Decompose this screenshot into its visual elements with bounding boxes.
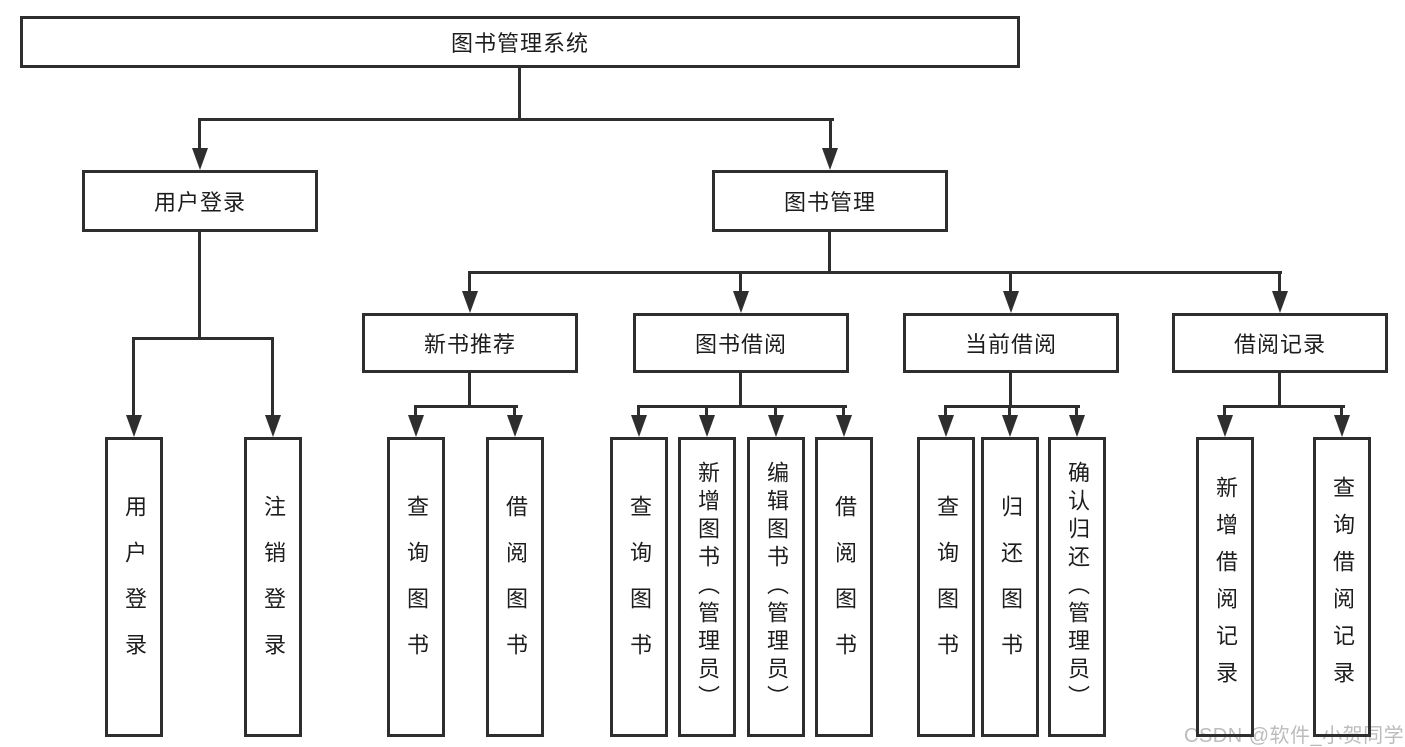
node-leaf-borrow-book: 借阅图书 [815, 437, 873, 737]
node-leaf-new-borrow-book: 借阅图书 [486, 437, 544, 737]
connector-line [198, 118, 834, 121]
node-leaf-add-book-admin-label: 新增图书（管理员） [695, 461, 720, 713]
node-leaf-borrow-query-book: 查询图书 [610, 437, 668, 737]
node-borrow-record: 借阅记录 [1172, 313, 1388, 373]
connector-line [705, 405, 708, 417]
node-leaf-borrow-query-book-label: 查询图书 [627, 495, 652, 679]
arrowhead-down-icon [938, 415, 954, 437]
node-root: 图书管理系统 [20, 16, 1020, 68]
node-leaf-confirm-return-admin-label: 确认归还（管理员） [1065, 461, 1090, 713]
node-book-management-label: 图书管理 [783, 190, 876, 215]
node-leaf-logout-label: 注销登录 [261, 495, 286, 679]
node-book-management: 图书管理 [712, 170, 948, 232]
arrowhead-down-icon [408, 415, 424, 437]
connector-line [829, 118, 832, 152]
connector-line [468, 271, 1282, 274]
node-leaf-new-query-book-label: 查询图书 [404, 495, 429, 679]
arrowhead-down-icon [126, 415, 142, 437]
connector-line [132, 337, 135, 417]
arrowhead-down-icon [836, 415, 852, 437]
arrowhead-down-icon [1217, 415, 1233, 437]
node-user-login: 用户登录 [82, 170, 318, 232]
connector-line [1009, 370, 1012, 407]
arrowhead-down-icon [822, 148, 838, 170]
node-leaf-new-query-book: 查询图书 [387, 437, 445, 737]
node-leaf-user-login-label: 用户登录 [122, 495, 147, 679]
node-leaf-return-book-label: 归还图书 [998, 495, 1023, 679]
node-leaf-return-book: 归还图书 [981, 437, 1039, 737]
node-leaf-edit-book-admin-label: 编辑图书（管理员） [764, 461, 789, 713]
connector-line [1278, 370, 1281, 407]
arrowhead-down-icon [631, 415, 647, 437]
connector-line [944, 405, 947, 417]
arrowhead-down-icon [1002, 415, 1018, 437]
arrowhead-down-icon [1003, 291, 1019, 313]
connector-line [1008, 405, 1011, 417]
arrowhead-down-icon [462, 291, 478, 313]
node-book-borrow-label: 图书借阅 [694, 332, 787, 357]
connector-line [1223, 405, 1226, 417]
node-current-borrow: 当前借阅 [903, 313, 1119, 373]
node-current-borrow-label: 当前借阅 [964, 332, 1057, 357]
arrowhead-down-icon [1272, 291, 1288, 313]
node-leaf-new-borrow-book-label: 借阅图书 [503, 495, 528, 679]
connector-line [1075, 405, 1078, 417]
connector-line [828, 229, 831, 274]
arrowhead-down-icon [1334, 415, 1350, 437]
connector-line [774, 405, 777, 417]
node-leaf-borrow-book-label: 借阅图书 [832, 495, 857, 679]
arrowhead-down-icon [699, 415, 715, 437]
node-leaf-add-borrow-record: 新增借阅记录 [1196, 437, 1254, 737]
connector-line [198, 229, 201, 340]
arrowhead-down-icon [768, 415, 784, 437]
node-new-book-recommend: 新书推荐 [362, 313, 578, 373]
connector-line [271, 337, 274, 417]
connector-line [842, 405, 845, 417]
node-user-login-label: 用户登录 [153, 190, 246, 215]
connector-line [1009, 271, 1012, 293]
connector-line [1278, 271, 1281, 293]
node-book-borrow: 图书借阅 [633, 313, 849, 373]
connector-line [944, 405, 1080, 408]
node-leaf-user-login: 用户登录 [105, 437, 163, 737]
node-new-book-recommend-label: 新书推荐 [423, 332, 516, 357]
node-leaf-cur-query-book: 查询图书 [917, 437, 975, 737]
node-leaf-add-book-admin: 新增图书（管理员） [678, 437, 736, 737]
node-leaf-confirm-return-admin: 确认归还（管理员） [1048, 437, 1106, 737]
connector-line [1223, 405, 1345, 408]
connector-line [739, 370, 742, 407]
connector-line [637, 405, 640, 417]
connector-line [132, 337, 274, 340]
node-leaf-logout: 注销登录 [244, 437, 302, 737]
node-leaf-cur-query-book-label: 查询图书 [934, 495, 959, 679]
node-root-label: 图书管理系统 [450, 31, 589, 56]
node-leaf-query-borrow-record: 查询借阅记录 [1313, 437, 1371, 737]
connector-line [414, 405, 417, 417]
node-leaf-query-borrow-record-label: 查询借阅记录 [1330, 476, 1355, 698]
csdn-watermark: CSDN @软件_小贺同学 [1184, 725, 1405, 747]
node-leaf-add-borrow-record-label: 新增借阅记录 [1213, 476, 1238, 698]
connector-line [468, 370, 471, 407]
arrowhead-down-icon [1069, 415, 1085, 437]
connector-line [513, 405, 516, 417]
connector-line [414, 405, 518, 408]
connector-line [198, 118, 201, 152]
node-leaf-edit-book-admin: 编辑图书（管理员） [747, 437, 805, 737]
arrowhead-down-icon [507, 415, 523, 437]
arrowhead-down-icon [265, 415, 281, 437]
arrowhead-down-icon [733, 291, 749, 313]
connector-line [739, 271, 742, 293]
connector-line [637, 405, 847, 408]
connector-line [468, 271, 471, 293]
connector-line [1340, 405, 1343, 417]
node-borrow-record-label: 借阅记录 [1233, 332, 1326, 357]
connector-line [518, 68, 521, 121]
arrowhead-down-icon [192, 148, 208, 170]
